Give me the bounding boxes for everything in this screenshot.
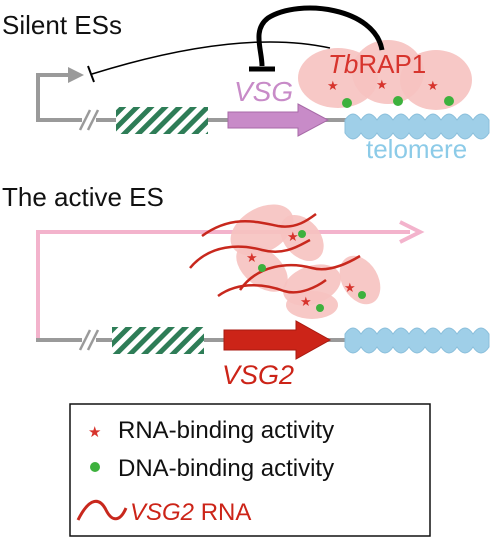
active-dot-1 [298, 230, 306, 238]
vsg2-rna-2 [189, 238, 311, 269]
active-transcript-arrowhead [399, 220, 425, 244]
legend-rna-wave-icon [76, 500, 128, 521]
vsg-repression-arc [256, 5, 385, 67]
silent-break-mark-2 [86, 109, 100, 131]
silent-promoter-repression-bar [87, 65, 95, 83]
legend-rna-binding: RNA-binding activity [118, 417, 334, 444]
active-rap1-blob-6 [286, 291, 338, 319]
legend-dna-binding: DNA-binding activity [118, 455, 334, 482]
active-heading: The active ES [2, 182, 164, 212]
silent-telomere [344, 113, 490, 140]
active-dot-2 [258, 264, 266, 272]
rap1-dot-1 [342, 98, 352, 108]
active-repeat-block [112, 327, 204, 354]
active-rap1-blob-1 [230, 204, 294, 256]
active-star-3: ★ [344, 280, 356, 295]
silent-promoter-repression-line [91, 41, 331, 75]
silent-promoter-arrowhead [68, 67, 84, 83]
silent-promoter-arrow [36, 73, 70, 120]
active-rap1-blob-5 [339, 255, 381, 305]
vsg2-rna-1 [201, 212, 317, 238]
legend-rna-italic: VSG2 [130, 499, 194, 526]
active-break-mark-1 [78, 329, 92, 351]
silent-vsg-label: VSG [234, 76, 293, 107]
legend-rna-suffix: RNA [194, 499, 251, 526]
active-vsg2-label: VSG2 [222, 360, 294, 390]
silent-break-mark-1 [78, 109, 92, 131]
active-vsg2-arrow [223, 320, 332, 360]
rap1-label-prefix: Tb [328, 49, 358, 79]
vsg2-rna-3 [238, 254, 361, 291]
legend-rna: VSG2 RNA [130, 499, 251, 526]
silent-heading: Silent ESs [2, 10, 122, 40]
active-dot-3 [358, 291, 366, 299]
telomere-label: telomere [366, 134, 467, 164]
legend-box [69, 403, 431, 537]
rap1-dot-2 [393, 96, 403, 106]
silent-vsg-arrow [227, 103, 330, 137]
rap1-star-2: ★ [376, 77, 388, 92]
active-star-2: ★ [246, 250, 258, 265]
legend-star-icon: ★ [88, 424, 101, 441]
active-break-mark-2 [86, 329, 100, 351]
rap1-label: TbRAP1 [328, 49, 426, 79]
silent-repeat-block [116, 107, 208, 134]
active-dot-4 [316, 304, 324, 312]
rap1-dot-3 [444, 96, 454, 106]
rap1-label-suffix: RAP1 [358, 49, 426, 79]
rap1-star-3: ★ [427, 78, 439, 93]
rap1-star-1: ★ [327, 78, 339, 93]
active-star-1: ★ [287, 229, 299, 244]
rap1-blob-3 [400, 50, 472, 110]
active-telomere [344, 327, 490, 354]
vsg2-rna-4 [217, 278, 327, 298]
active-star-4: ★ [300, 294, 312, 309]
legend-dot-icon [90, 462, 100, 472]
